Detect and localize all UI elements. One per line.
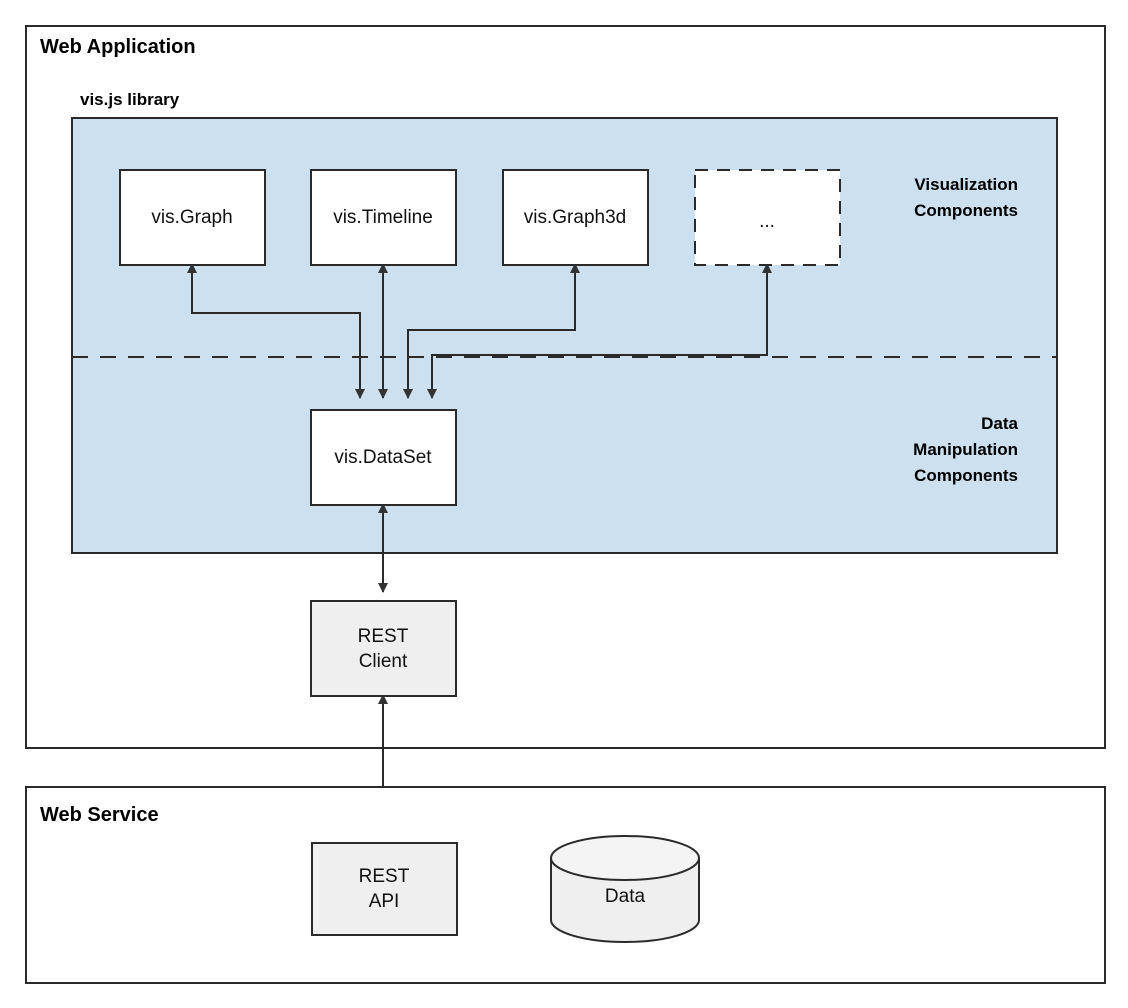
node-data-store[interactable]: Data	[550, 835, 700, 943]
node-rest-client-label-line2: Client	[359, 651, 408, 672]
node-vis-graph[interactable]: vis.Graph	[119, 169, 266, 266]
node-vis-timeline-label: vis.Timeline	[333, 207, 433, 228]
data-zone-label-line3: Components	[914, 466, 1018, 485]
web-service-title: Web Service	[40, 804, 159, 826]
node-vis-timeline[interactable]: vis.Timeline	[310, 169, 457, 266]
node-more-components[interactable]: ...	[694, 169, 841, 266]
visjs-library-title: vis.js library	[80, 90, 180, 109]
connector-more-dataset	[427, 263, 772, 399]
node-vis-dataset-label: vis.DataSet	[334, 447, 432, 468]
visualization-zone-label-line1: Visualization	[914, 175, 1018, 194]
node-vis-graph3d-label: vis.Graph3d	[524, 207, 626, 228]
node-more-components-label: ...	[759, 211, 775, 232]
data-zone-label-line1: Data	[981, 414, 1018, 433]
node-data-store-label: Data	[605, 886, 646, 907]
data-zone-label-line2: Manipulation	[913, 440, 1018, 459]
node-vis-graph-label: vis.Graph	[151, 207, 232, 228]
connector-graph-dataset	[187, 263, 365, 399]
visualization-zone-label-line2: Components	[914, 201, 1018, 220]
node-rest-api-label-line1: REST	[359, 866, 410, 887]
node-rest-api-label-line2: API	[369, 891, 400, 912]
node-rest-api[interactable]: REST API	[311, 842, 458, 936]
web-application-title: Web Application	[40, 36, 196, 58]
node-vis-graph3d[interactable]: vis.Graph3d	[502, 169, 649, 266]
node-rest-client-label-line1: REST	[358, 626, 409, 647]
node-vis-dataset[interactable]: vis.DataSet	[310, 409, 457, 506]
node-rest-client[interactable]: REST Client	[310, 600, 457, 697]
